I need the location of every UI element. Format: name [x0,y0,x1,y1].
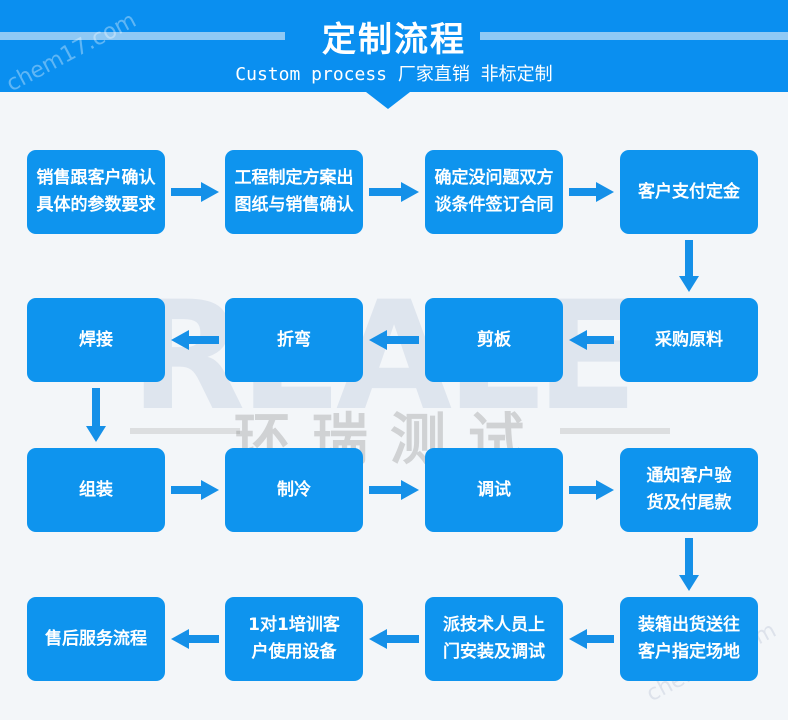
process-step: 客户支付定金 [620,150,758,234]
arrow-right-icon [171,480,219,500]
process-step-label: 焊接 [79,329,113,350]
process-step-label: 售后服务流程 [45,628,147,649]
process-step-label: 装箱出货送往客户指定场地 [638,615,740,662]
arrow-right-icon [369,480,419,500]
banner-decor-line-right [480,32,788,40]
banner-pointer-icon [366,92,410,109]
page-subtitle: Custom process 厂家直销 非标定制 [235,64,553,85]
process-step: 折弯 [225,298,363,382]
arrow-down-icon [679,240,699,292]
process-step: 售后服务流程 [27,597,165,681]
company-watermark: 环瑞测试 [234,408,546,473]
process-step-label: 调试 [477,479,511,500]
process-step-label: 剪板 [477,329,511,350]
banner-decor-line-left [0,32,285,40]
process-step: 组装 [27,448,165,532]
process-step: 通知客户验货及付尾款 [620,448,758,532]
process-step: 剪板 [425,298,563,382]
process-step-label: 确定没问题双方谈条件签订合同 [434,168,554,215]
process-step: 调试 [425,448,563,532]
process-step: 销售跟客户确认具体的参数要求 [27,150,165,234]
arrow-left-icon [569,629,614,649]
process-step-label: 采购原料 [655,329,723,350]
arrow-left-icon [369,629,419,649]
arrow-right-icon [569,182,614,202]
process-step: 1对1培训客户使用设备 [225,597,363,681]
process-step-label: 工程制定方案出图纸与销售确认 [234,168,354,215]
watermark-dash-right [560,428,670,434]
process-step: 工程制定方案出图纸与销售确认 [225,150,363,234]
arrow-down-icon [679,538,699,591]
arrow-right-icon [569,480,614,500]
arrow-down-icon [86,388,106,442]
header-banner: 定制流程 Custom process 厂家直销 非标定制 [0,0,788,92]
process-step-label: 组装 [79,479,113,500]
arrow-right-icon [171,182,219,202]
process-step-label: 通知客户验货及付尾款 [646,466,732,513]
arrow-left-icon [171,629,219,649]
process-step: 采购原料 [620,298,758,382]
arrow-right-icon [369,182,419,202]
process-step-label: 制冷 [277,479,311,500]
watermark-dash-left [130,428,240,434]
process-step-label: 折弯 [277,329,311,350]
process-step: 装箱出货送往客户指定场地 [620,597,758,681]
process-step: 确定没问题双方谈条件签订合同 [425,150,563,234]
process-step: 制冷 [225,448,363,532]
process-step: 派技术人员上门安装及调试 [425,597,563,681]
process-step-label: 销售跟客户确认具体的参数要求 [36,168,156,215]
process-step-label: 客户支付定金 [638,181,740,202]
process-step-label: 派技术人员上门安装及调试 [443,615,545,662]
page-title: 定制流程 [322,20,466,60]
process-step-label: 1对1培训客户使用设备 [248,615,340,662]
process-step: 焊接 [27,298,165,382]
